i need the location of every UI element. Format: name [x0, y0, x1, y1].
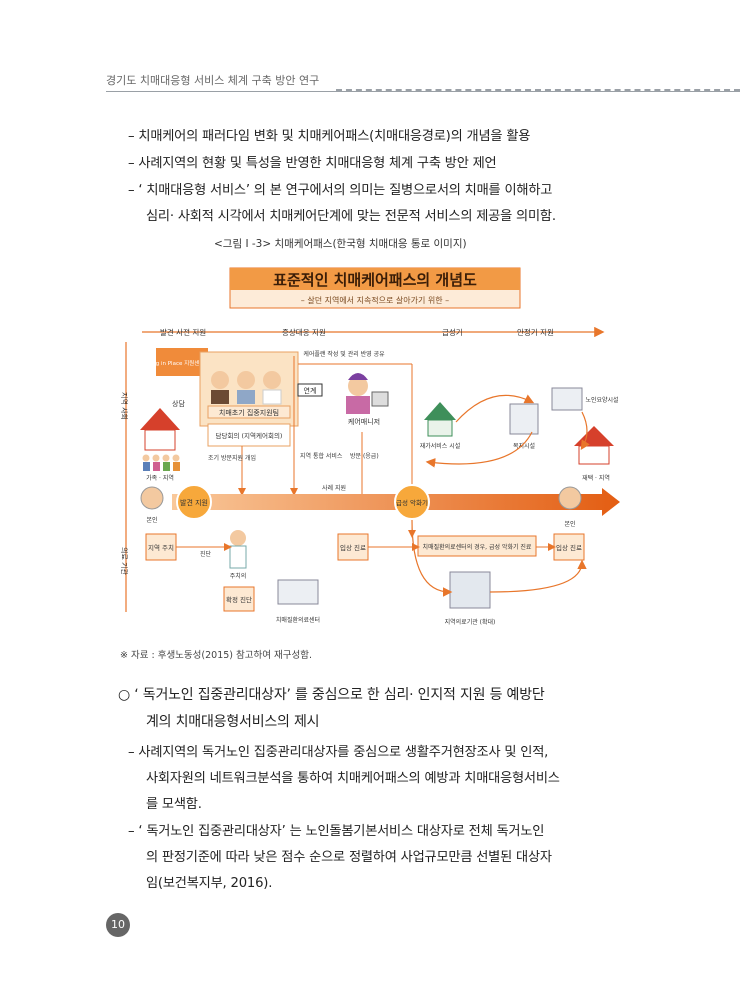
stage-label: 증상대응 지원	[282, 327, 326, 337]
welfare-label: 복지시설	[513, 442, 535, 450]
aging-in-place-label: Aging in Place 지원센터 (가칭)	[143, 359, 220, 367]
meeting-label: 담당회의 (지역케어회의)	[216, 431, 283, 440]
person-label: 본인	[146, 517, 157, 524]
header-rule	[106, 91, 740, 92]
list-item: 사회자원의 네트워크분석을 통하여 치매케어패스의 예방과 치매대응형서비스	[146, 771, 560, 786]
list-item: 의 판정기준에 따라 낮은 점수 순으로 정렬하여 사업규모만큼 선별된 대상자	[146, 850, 552, 865]
bottom-box: 치매질환의료센터의 경우, 급성 악화기 진료	[423, 543, 532, 551]
home-region-label: 재택 · 지역	[582, 474, 610, 482]
visit-label: 조기 방문지원 개입	[208, 454, 256, 462]
list-item: – 사례지역의 독거노인 집중관리대상자를 중심으로 생활주거현장조사 및 인적…	[128, 745, 549, 760]
early-support-label: 발견 지원	[180, 498, 208, 507]
diagnosis-label: 진단	[200, 550, 212, 558]
banner-title: 표준적인 치매케어패스의 개념도	[273, 271, 477, 289]
bottom-box: 확정 진단	[226, 595, 252, 604]
care-path-diagram: 표준적인 치매케어패스의 개념도 – 살던 지역에서 지속적으로 살아가기 위한…	[120, 267, 620, 626]
stage-label: 안정기 지원	[517, 327, 554, 337]
list-item: 를 모색함.	[146, 797, 202, 812]
nursing-label: 노인요양시설	[585, 396, 618, 404]
header-dashes	[336, 89, 740, 91]
banner-subtitle: – 살던 지역에서 지속적으로 살아가기 위한 –	[301, 295, 449, 305]
aging-in-place-box	[156, 348, 208, 376]
meeting-box	[207, 423, 291, 447]
list-item: – 치매케어의 패러다임 변화 및 치매케어패스(치매대응경로)의 개념을 활용	[128, 129, 531, 144]
stage-label: 발견 사전 지원	[160, 327, 206, 337]
regional-service-label: 지역 통합 서비스	[300, 452, 343, 460]
left-axis-bottom: 의료 기관	[120, 547, 129, 576]
list-item: – ‘ 독거노인 집중관리대상자’ 는 노인돌봄기본서비스 대상자로 전체 독거…	[128, 824, 545, 839]
doctor-label: 주치의	[230, 572, 247, 580]
list-item: ○ ‘ 독거노인 집중관리대상자’ 를 중심으로 한 심리· 인지적 지원 등 …	[118, 687, 545, 703]
bottom-label: 치매질환의료센터	[276, 616, 320, 624]
figure-caption: <그림 Ⅰ -3> 치매케어패스(한국형 치매대응 통로 이미지)	[214, 238, 467, 250]
list-item: 임(보건복지부, 2016).	[146, 876, 273, 891]
home-service-label: 재가서비스 시설	[420, 442, 461, 450]
support-team-label: 치매초기 집중지원팀	[219, 408, 279, 417]
header-title: 경기도 치매대응형 서비스 체계 구축 방안 연구	[106, 74, 320, 87]
person-right-label: 본인	[564, 521, 575, 528]
family-label: 가족 · 지역	[146, 474, 174, 482]
bottom-box: 입상 진료	[340, 543, 366, 552]
stage-label: 급성기	[442, 328, 463, 337]
case-support-label: 사례 지원	[322, 484, 346, 492]
bottom-label: 지역의료기관 (확대)	[445, 618, 496, 626]
list-item: 계의 치매대응형서비스의 제시	[146, 714, 320, 730]
left-axis-top: 지역 사회	[120, 392, 129, 420]
consult-label: 상담	[172, 399, 185, 408]
care-plan-label: 케어플랜 작성 및 관리 반영 공유	[303, 350, 385, 358]
list-item: 심리· 사회적 시각에서 치매케어단계에 맞는 전문적 서비스의 제공을 의미함…	[146, 209, 556, 224]
source-note: ※ 자료 : 후생노동성(2015) 참고하여 재구성함.	[120, 650, 312, 661]
page-number: 10	[106, 913, 130, 937]
emergency-visit-label: 방문 (응급)	[350, 452, 379, 460]
bottom-box: 지역 주치	[148, 543, 174, 552]
acute-label: 급성 악화기	[396, 498, 428, 507]
bottom-box: 입상 진료	[556, 543, 582, 552]
care-manager-label: 케어매니저	[348, 417, 380, 426]
list-item: – ‘ 치매대응형 서비스’ 의 본 연구에서의 의미는 질병으로서의 치매를 …	[128, 183, 553, 198]
list-item: – 사례지역의 현황 및 특성을 반영한 치매대응형 체계 구축 방안 제언	[128, 156, 497, 171]
link-label: 연계	[304, 386, 317, 395]
